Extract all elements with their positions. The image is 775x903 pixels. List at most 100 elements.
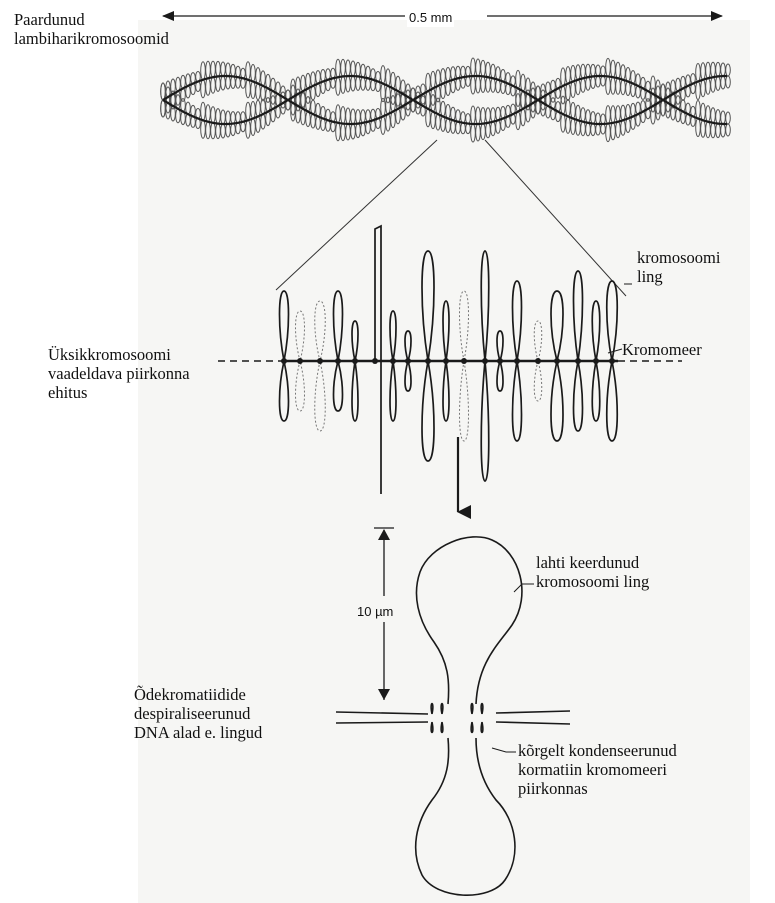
condensed-loop xyxy=(431,722,433,733)
lampbrush-loop xyxy=(706,62,711,78)
chromomere-dot xyxy=(281,358,287,364)
lampbrush-loop xyxy=(436,114,441,130)
lampbrush-loop xyxy=(316,103,321,116)
lampbrush-loop xyxy=(456,110,461,122)
lampbrush-loop xyxy=(721,124,726,137)
lampbrush-loop xyxy=(486,77,491,92)
lampbrush-loop xyxy=(341,76,346,93)
lampbrush-loop xyxy=(316,116,321,129)
lampbrush-loop xyxy=(476,76,481,93)
lampbrush-loop xyxy=(301,109,306,125)
label-chromosome-loop: kromosoomi ling xyxy=(637,248,720,286)
lampbrush-loop xyxy=(236,112,241,123)
lampbrush-loop xyxy=(386,69,391,86)
lampbrush-loop xyxy=(201,120,206,138)
lampbrush-loop xyxy=(501,119,506,131)
lampbrush-chromosome-pair xyxy=(161,58,731,142)
lampbrush-loop xyxy=(306,97,311,112)
lampbrush-loop xyxy=(296,106,301,123)
lampbrush-loop xyxy=(706,122,711,138)
lampbrush-loop xyxy=(351,109,356,124)
lampbrush-loop xyxy=(216,61,221,76)
lampbrush-loop xyxy=(471,58,476,76)
lampbrush-loop xyxy=(256,116,261,132)
lampbrush-loop xyxy=(431,71,436,88)
lampbrush-loop xyxy=(381,66,386,84)
lampbrush-loop xyxy=(311,72,316,86)
lampbrush-loop xyxy=(496,107,501,120)
lampbrush-loop xyxy=(466,124,471,134)
chromomere-dot xyxy=(554,358,560,364)
lampbrush-loop xyxy=(626,82,631,96)
lampbrush-loop xyxy=(306,73,311,88)
chromosome-loop-upper xyxy=(405,331,411,361)
lampbrush-loop xyxy=(566,84,571,101)
chromosome-loop-upper xyxy=(513,281,522,361)
chromomere-dot xyxy=(372,358,378,364)
lampbrush-loop xyxy=(711,108,716,123)
lampbrush-loop xyxy=(696,64,701,82)
lampbrush-loop xyxy=(601,66,606,76)
lampbrush-loop xyxy=(591,76,596,88)
lampbrush-loop xyxy=(581,78,586,92)
chromomere-dot xyxy=(514,358,520,364)
lampbrush-loop xyxy=(226,124,231,137)
lampbrush-loop xyxy=(491,64,496,78)
lampbrush-loop xyxy=(391,72,396,88)
lampbrush-loop xyxy=(366,78,371,90)
lampbrush-loop xyxy=(231,76,236,88)
lampbrush-loop xyxy=(696,101,701,119)
lampbrush-loop xyxy=(621,65,626,80)
lampbrush-loop xyxy=(576,80,581,95)
lampbrush-loop xyxy=(481,76,486,92)
chromomere-dot xyxy=(461,358,467,364)
lampbrush-loop xyxy=(461,66,466,77)
lampbrush-loop xyxy=(396,109,401,124)
lampbrush-loop xyxy=(206,61,211,78)
lampbrush-loop xyxy=(336,59,341,77)
lampbrush-loop xyxy=(231,124,236,136)
lampbrush-loop xyxy=(266,74,271,88)
lampbrush-loop xyxy=(586,123,591,136)
lampbrush-loop xyxy=(616,78,621,94)
lampbrush-loop xyxy=(586,77,591,90)
lampbrush-loop xyxy=(246,62,251,80)
lampbrush-loop xyxy=(561,114,566,132)
lampbrush-loop xyxy=(346,60,351,76)
chromosome-loop-lower xyxy=(405,361,411,391)
lampbrush-loop xyxy=(426,73,431,91)
lampbrush-loop xyxy=(591,124,596,136)
lampbrush-loop xyxy=(486,108,491,123)
label-chromomere: Kromomeer xyxy=(622,340,702,359)
lampbrush-loop xyxy=(341,107,346,124)
lampbrush-loop xyxy=(206,122,211,139)
chromosome-loop-upper xyxy=(422,251,434,361)
lampbrush-loop xyxy=(661,84,666,100)
lampbrush-loop xyxy=(721,111,726,124)
lampbrush-loop xyxy=(231,64,236,76)
chromosome-loop-upper xyxy=(592,301,600,361)
lampbrush-loop xyxy=(496,67,501,80)
lampbrush-loop xyxy=(716,62,721,76)
lampbrush-loop xyxy=(631,116,636,129)
chromosome-loop-lower xyxy=(296,361,305,411)
lampbrush-loop xyxy=(441,84,446,99)
lampbrush-loop xyxy=(726,112,731,124)
condensed-loop xyxy=(471,704,473,715)
chromosome-loop-lower xyxy=(497,361,503,391)
lampbrush-loop xyxy=(171,79,176,94)
lampbrush-loop xyxy=(591,112,596,124)
lampbrush-loop xyxy=(306,112,311,127)
lampbrush-loop xyxy=(436,70,441,86)
lampbrush-loop xyxy=(596,65,601,76)
chromosome-loop-lower xyxy=(390,361,396,421)
lampbrush-loop xyxy=(366,110,371,122)
lampbrush-loop xyxy=(466,114,471,124)
single-chromosome-region xyxy=(218,226,682,494)
chromosome-loop-lower xyxy=(481,361,489,481)
lampbrush-loop xyxy=(716,110,721,124)
lampbrush-loop xyxy=(496,80,501,93)
lampbrush-loop xyxy=(356,110,361,124)
chromomere-dot xyxy=(335,358,341,364)
lampbrush-loop xyxy=(321,70,326,82)
